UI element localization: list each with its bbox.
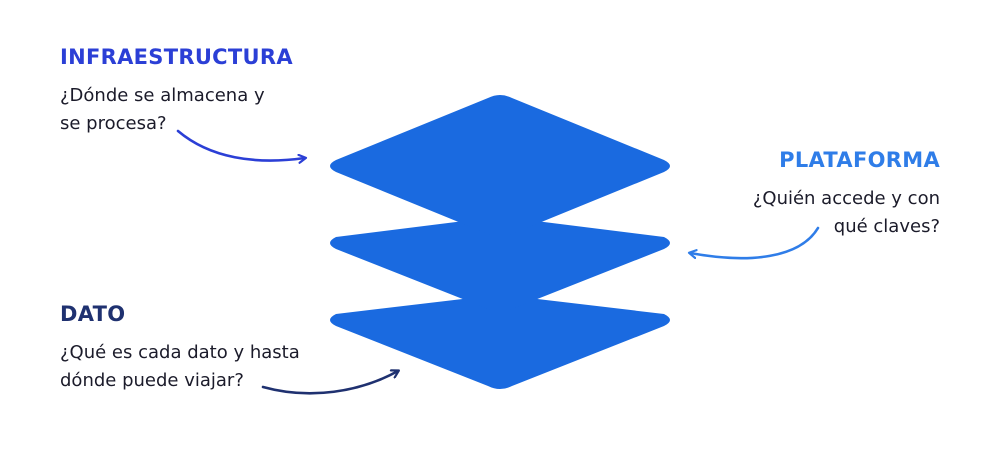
dato-question-line1: ¿Qué es cada dato y hasta [60, 342, 300, 363]
plataforma-question: ¿Quién accede y con qué claves? [753, 185, 940, 241]
plataforma-title: PLATAFORMA [779, 148, 940, 172]
dato-label: DATO ¿Qué es cada dato y hasta dónde pue… [60, 301, 300, 395]
layer-dato [330, 293, 670, 389]
infraestructura-question: ¿Dónde se almacena y se procesa? [60, 82, 293, 138]
plataforma-question-line2: qué claves? [833, 216, 940, 237]
dato-question: ¿Qué es cada dato y hasta dónde puede vi… [60, 339, 300, 395]
infraestructura-question-line1: ¿Dónde se almacena y [60, 85, 265, 106]
plataforma-label: PLATAFORMA ¿Quién accede y con qué clave… [753, 147, 940, 241]
layer-plataforma [330, 215, 670, 312]
infraestructura-title: INFRAESTRUCTURA [60, 45, 293, 69]
curved-arrow-right-icon [176, 129, 305, 161]
dato-title: DATO [60, 302, 126, 326]
curved-arrow-up-right-icon [261, 371, 398, 395]
curved-arrow-left-icon [690, 226, 820, 260]
layer-infraestructura [330, 95, 670, 237]
dato-question-line2: dónde puede viajar? [60, 370, 244, 391]
plataforma-question-line1: ¿Quién accede y con [752, 188, 940, 209]
infraestructura-label: INFRAESTRUCTURA ¿Dónde se almacena y se … [60, 44, 293, 138]
infraestructura-question-line2: se procesa? [60, 113, 167, 134]
